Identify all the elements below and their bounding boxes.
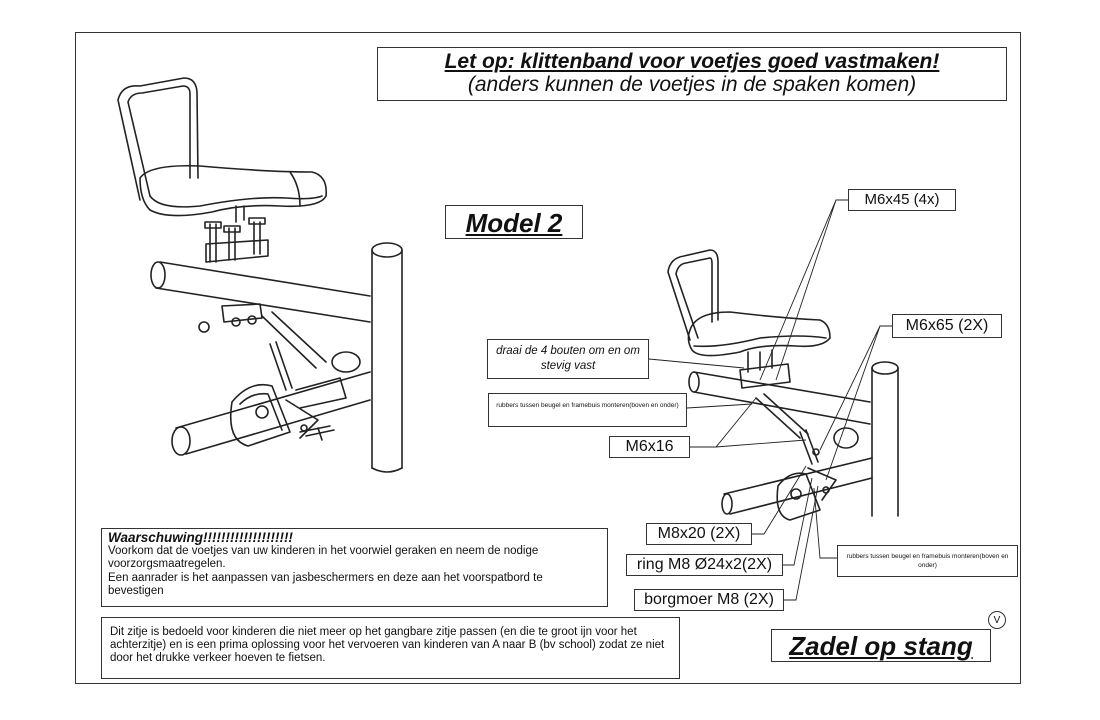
heading-sub: (anders kunnen de voetjes in de spaken k… [467,73,917,96]
backrest-frame-right [667,249,719,341]
part-label-m6x65: M6x65 (2X) [892,314,1002,338]
warning-line-2: Een aanrader is het aanpassen van jasbes… [108,571,543,598]
right-lower-clamp [776,472,821,521]
left-lower-clamp [229,383,291,447]
left-exploded-view [117,77,403,473]
model-label: Model 2 [445,205,583,239]
rubbers-note-bottom: rubbers tussen beugel en framebuis monte… [837,545,1018,577]
drawing-frame [75,32,1021,684]
backrest-frame-left [117,77,199,201]
part-label-m8x20: M8x20 (2X) [646,523,752,545]
v-mark: V [988,611,1006,629]
part-label-m6x45: M6x45 (4x) [848,189,956,211]
leader-lines [648,199,892,601]
product-title: Zadel op stang [771,629,991,662]
warning-line-1: Voorkom dat de voetjes van uw kinderen i… [108,544,539,571]
right-assembled-view [667,249,899,521]
info-note: Dit zitje is bedoeld voor kinderen die n… [101,617,680,679]
bolt-instruction: draai de 4 bouten om en om stevig vast [487,339,649,379]
left-saddle [139,164,328,217]
heading-box: Let op: klittenband voor voetjes goed va… [377,47,1007,101]
part-label-borgmoer: borgmoer M8 (2X) [634,589,784,611]
warning-box: Waarschuwing!!!!!!!!!!!!!!!!!!!! Voorkom… [101,528,608,607]
warning-title: Waarschuwing!!!!!!!!!!!!!!!!!!!! [108,530,293,545]
part-label-m6x16: M6x16 [609,436,690,458]
right-saddle [687,311,831,357]
part-label-ring: ring M8 Ø24x2(2X) [626,554,783,576]
heading-main: Let op: klittenband voor voetjes goed va… [444,50,940,73]
rubbers-note-top: rubbers tussen beugel en framebuis monte… [488,393,687,427]
